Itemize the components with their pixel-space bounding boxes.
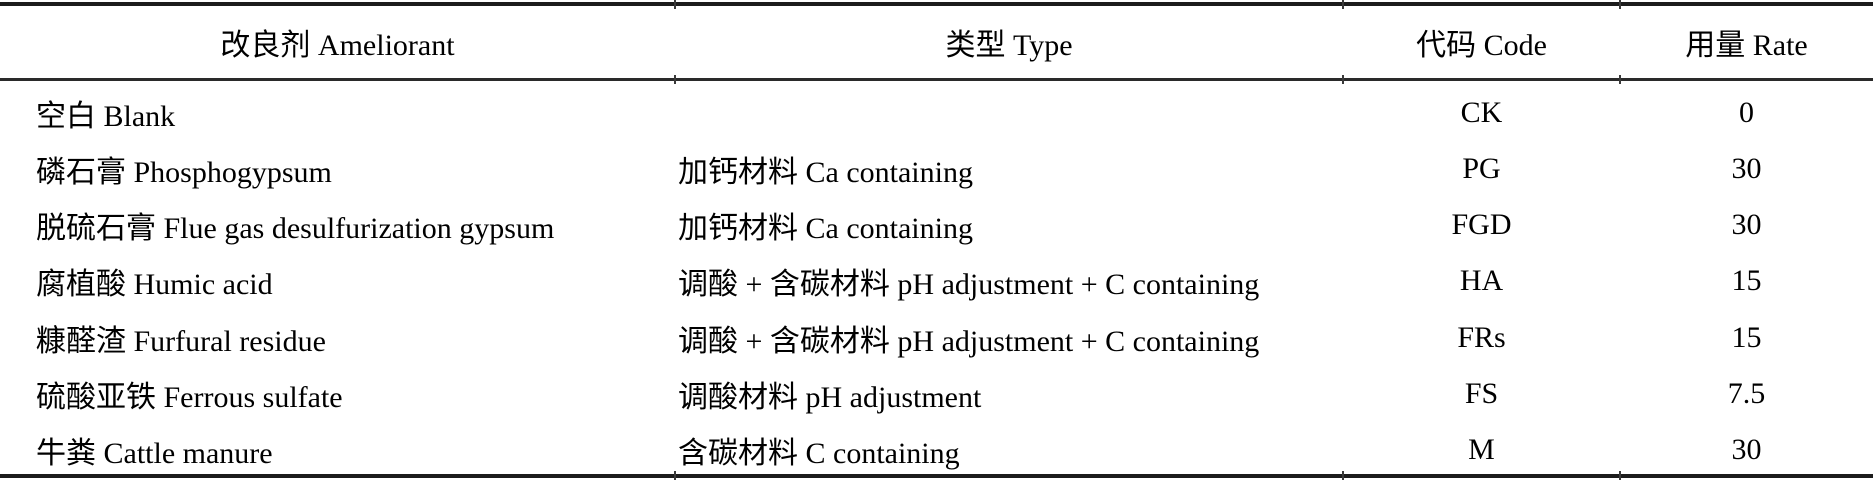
col-header-ameliorant: 改良剂 Ameliorant: [220, 29, 455, 62]
code-cell: PG: [1462, 152, 1501, 186]
ameliorant-cell: 磷石膏 Phosphogypsum: [36, 156, 332, 190]
rate-cell: 30: [1731, 152, 1762, 186]
table-row: 空白 Blank CK 0: [0, 81, 1873, 137]
type-cell: 调酸 + 含碳材料 pH adjustment + C containing: [678, 268, 1260, 302]
table-bottom-rule: [0, 474, 1873, 478]
column-boundary-tick: [1342, 75, 1344, 84]
column-boundary-tick: [674, 75, 676, 84]
table-row: 磷石膏 Phosphogypsum 加钙材料 Ca containing PG …: [0, 137, 1873, 193]
table-row: 糠醛渣 Furfural residue 调酸 + 含碳材料 pH adjust…: [0, 306, 1873, 362]
ameliorant-cell: 硫酸亚铁 Ferrous sulfate: [36, 380, 343, 414]
code-cell: FRs: [1457, 320, 1506, 354]
rate-cell: 0: [1739, 96, 1754, 130]
code-cell: M: [1468, 432, 1495, 466]
table-body: 空白 Blank CK 0 磷石膏 Phosphogypsum 加钙材料 Ca …: [0, 81, 1873, 474]
table-row: 腐植酸 Humic acid 调酸 + 含碳材料 pH adjustment +…: [0, 249, 1873, 305]
ameliorant-cell: 糠醛渣 Furfural residue: [36, 324, 326, 358]
rate-cell: 7.5: [1727, 376, 1766, 410]
table-header-rule: [0, 78, 1873, 81]
column-boundary-tick: [1619, 0, 1621, 9]
rate-cell: 15: [1731, 320, 1762, 354]
column-boundary-tick: [674, 0, 676, 9]
table-row: 脱硫石膏 Flue gas desulfurization gypsum 加钙材…: [0, 193, 1873, 249]
column-boundary-tick: [1342, 0, 1344, 9]
table-header-row: 改良剂 Ameliorant 类型 Type 代码 Code 用量 Rate: [0, 6, 1873, 78]
rate-cell: 15: [1731, 264, 1762, 298]
code-cell: FGD: [1451, 208, 1512, 242]
type-cell: 调酸 + 含碳材料 pH adjustment + C containing: [678, 324, 1260, 358]
type-cell: 加钙材料 Ca containing: [678, 156, 973, 190]
rate-cell: 30: [1731, 208, 1762, 242]
type-cell: 含碳材料 C containing: [678, 436, 960, 470]
column-boundary-tick: [1342, 471, 1344, 480]
code-cell: HA: [1459, 264, 1504, 298]
ameliorant-cell: 牛粪 Cattle manure: [36, 436, 273, 470]
ameliorant-cell: 空白 Blank: [36, 100, 176, 134]
column-boundary-tick: [674, 471, 676, 480]
col-header-type: 类型 Type: [945, 29, 1073, 62]
code-cell: CK: [1460, 96, 1503, 130]
type-cell: [675, 85, 1343, 141]
col-header-code: 代码 Code: [1416, 29, 1547, 62]
code-cell: FS: [1464, 376, 1499, 410]
table-top-rule: [0, 2, 1873, 6]
ameliorant-cell: 腐植酸 Humic acid: [36, 268, 273, 302]
table-row: 硫酸亚铁 Ferrous sulfate 调酸材料 pH adjustment …: [0, 362, 1873, 418]
type-cell: 调酸材料 pH adjustment: [678, 380, 982, 414]
column-boundary-tick: [1619, 75, 1621, 84]
column-boundary-tick: [1619, 471, 1621, 480]
col-header-rate: 用量 Rate: [1685, 29, 1808, 62]
ameliorant-cell: 脱硫石膏 Flue gas desulfurization gypsum: [36, 212, 555, 246]
type-cell: 加钙材料 Ca containing: [678, 212, 973, 246]
table-row: 牛粪 Cattle manure 含碳材料 C containing M 30: [0, 418, 1873, 474]
rate-cell: 30: [1731, 432, 1762, 466]
